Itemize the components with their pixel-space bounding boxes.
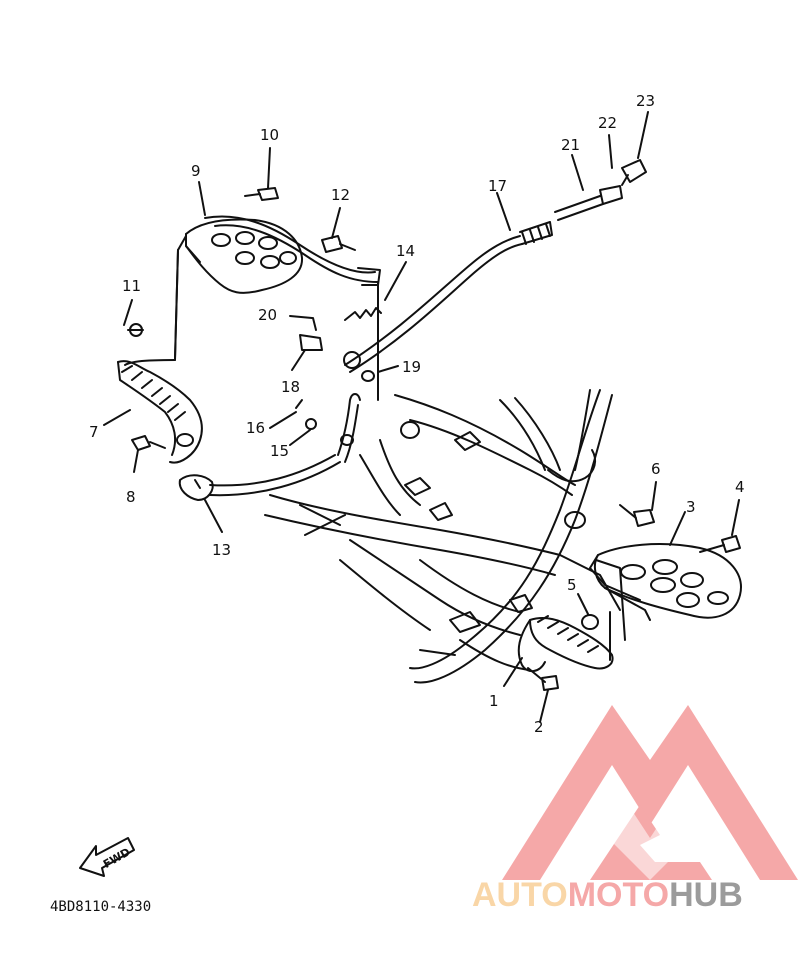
part-labels: 1 2 3 4 5 6 7 8 9 10 11 12 13 14 15 16 1… — [89, 92, 745, 736]
part-label-14: 14 — [396, 242, 415, 260]
right-footrest-drawing — [517, 504, 742, 691]
part-label-3: 3 — [686, 498, 696, 516]
part-label-7: 7 — [89, 423, 99, 441]
part-label-5: 5 — [567, 576, 577, 594]
frame-drawing — [264, 389, 621, 684]
part-label-15: 15 — [270, 442, 289, 460]
fwd-arrow: FWD — [79, 837, 135, 877]
part-label-1: 1 — [489, 692, 499, 710]
part-label-23: 23 — [636, 92, 655, 110]
part-label-20: 20 — [258, 306, 277, 324]
part-label-11: 11 — [122, 277, 141, 295]
automotohub-watermark: AUTOMOTOHUB — [472, 705, 798, 914]
part-label-9: 9 — [191, 162, 201, 180]
part-label-8: 8 — [126, 488, 136, 506]
part-label-13: 13 — [212, 541, 231, 559]
part-label-17: 17 — [488, 177, 507, 195]
brake-pedal-drawing — [124, 187, 382, 401]
part-label-2: 2 — [534, 718, 544, 736]
watermark-word-hub: HUB — [669, 876, 743, 914]
watermark-word-moto: MOTO — [568, 876, 669, 914]
part-label-21: 21 — [561, 136, 580, 154]
svg-text:AUTOMOTOHUB: AUTOMOTOHUB — [472, 876, 743, 914]
left-footrest-drawing — [117, 159, 647, 501]
part-label-12: 12 — [331, 186, 350, 204]
part-label-18: 18 — [281, 378, 300, 396]
part-label-10: 10 — [260, 126, 279, 144]
part-label-22: 22 — [598, 114, 617, 132]
part-label-19: 19 — [402, 358, 421, 376]
leader-lines — [103, 111, 740, 723]
watermark-word-auto: AUTO — [472, 876, 568, 914]
part-label-16: 16 — [246, 419, 265, 437]
automotohub-logo-icon — [502, 705, 798, 880]
part-label-4: 4 — [735, 478, 745, 496]
part-label-6: 6 — [651, 460, 661, 478]
drawing-code: 4BD8110-4330 — [50, 899, 151, 915]
